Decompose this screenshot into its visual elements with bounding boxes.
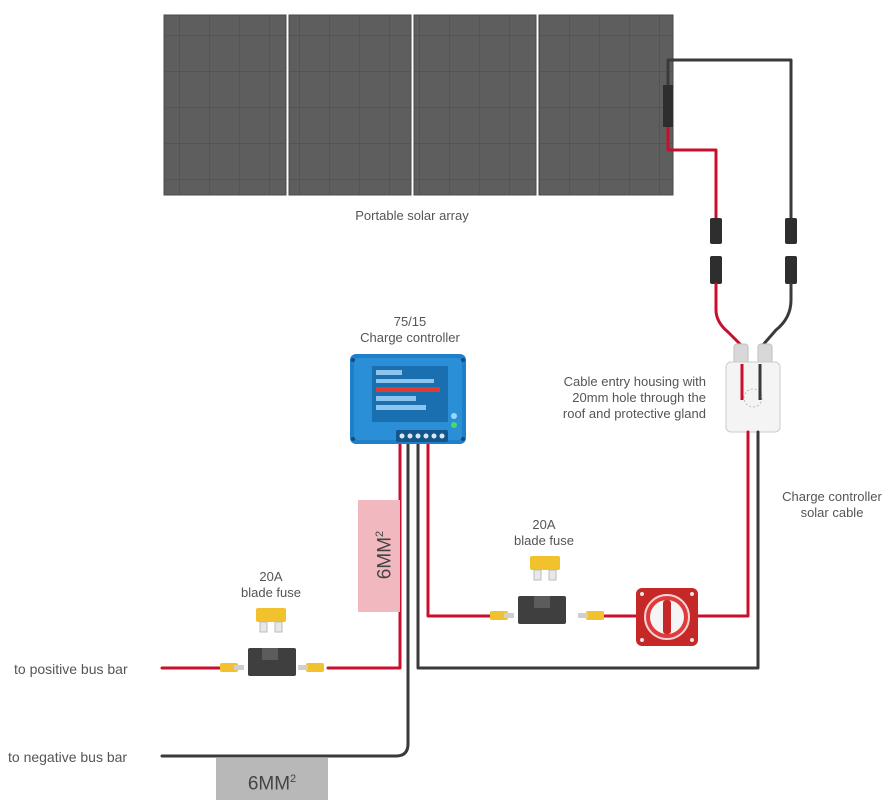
fuse-solar-name: blade fuse bbox=[514, 533, 574, 548]
positive-bus-label: to positive bus bar bbox=[14, 661, 128, 677]
fuse-battery-name: blade fuse bbox=[241, 585, 301, 600]
solar-cable-line-1: Charge controller bbox=[782, 489, 882, 504]
charge-controller-label: 75/15 Charge controller bbox=[330, 314, 490, 346]
controller-wires bbox=[160, 430, 760, 758]
blade-fuse-solar bbox=[490, 556, 604, 624]
negative-cable-size-tag bbox=[216, 758, 328, 800]
fuse-solar-label: 20A blade fuse bbox=[494, 517, 594, 549]
solar-cable-line-2: solar cable bbox=[800, 505, 864, 520]
housing-line-3: roof and protective gland bbox=[562, 406, 706, 421]
controller-model: 75/15 bbox=[393, 314, 427, 329]
controller-name: Charge controller bbox=[360, 330, 460, 345]
solar-output-cables bbox=[663, 58, 797, 380]
housing-line-1: Cable entry housing with bbox=[563, 374, 706, 389]
solar-array bbox=[163, 14, 674, 196]
fuse-battery-rating: 20A bbox=[259, 569, 283, 584]
negative-bus-label: to negative bus bar bbox=[8, 749, 128, 765]
positive-cable-size-sup: 2 bbox=[374, 530, 386, 537]
positive-cable-size-text: 6MM2 bbox=[368, 499, 396, 611]
housing-label: Cable entry housing with 20mm hole throu… bbox=[500, 374, 706, 422]
negative-cable-size-text: 6MM2 bbox=[216, 766, 328, 795]
positive-cable-size-value: 6MM bbox=[374, 536, 396, 580]
fuse-solar-rating: 20A bbox=[532, 517, 556, 532]
fuse-battery-label: 20A blade fuse bbox=[221, 569, 321, 601]
solar-array-label: Portable solar array bbox=[355, 208, 469, 223]
charge-controller bbox=[350, 354, 466, 444]
negative-cable-size-sup: 2 bbox=[290, 773, 297, 785]
solar-cable-label: Charge controller solar cable bbox=[768, 489, 896, 521]
battery-isolator-switch bbox=[636, 588, 698, 646]
positive-cable-size-tag bbox=[358, 500, 400, 612]
blade-fuse-battery bbox=[220, 608, 324, 676]
cable-entry-housing bbox=[725, 343, 781, 433]
housing-line-2: 20mm hole through the bbox=[572, 390, 706, 405]
negative-cable-size-value: 6MM bbox=[247, 773, 291, 795]
